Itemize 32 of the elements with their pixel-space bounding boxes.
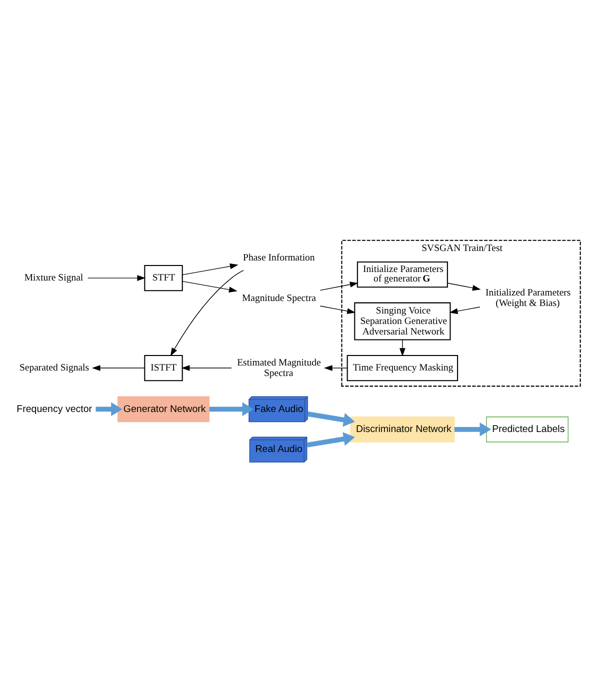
node-box: Time Frequency Masking bbox=[346, 354, 458, 382]
arrow bbox=[447, 282, 481, 291]
node-box: Discriminator Network bbox=[350, 416, 455, 442]
node-text: Phase Information bbox=[243, 252, 315, 264]
arrow bbox=[96, 402, 122, 416]
node-text: Initialized Parameters (Weight & Bias) bbox=[485, 288, 571, 310]
arrow bbox=[454, 422, 492, 436]
node-box: Singing Voice Separation Generative Adversarial Network bbox=[354, 302, 451, 340]
node-box: Generator Network bbox=[117, 396, 210, 422]
node-text: Magnitude Spectra bbox=[242, 292, 316, 304]
arrow bbox=[307, 412, 355, 427]
arrow bbox=[324, 365, 348, 371]
node-box: Predicted Labels bbox=[486, 416, 568, 442]
node-box: Initialize Parameters of generator G bbox=[356, 261, 448, 288]
node-box: STFT bbox=[144, 264, 183, 292]
arrow bbox=[87, 275, 146, 281]
arrow bbox=[449, 306, 480, 314]
arrow bbox=[306, 432, 355, 448]
node-text: Estimated Magnitude Spectra bbox=[237, 357, 321, 379]
arrow bbox=[320, 306, 356, 314]
arrow bbox=[400, 340, 406, 356]
arrow bbox=[182, 280, 238, 293]
arrow bbox=[181, 365, 232, 371]
arrow bbox=[320, 282, 358, 291]
node-text: Frequency vector bbox=[16, 404, 92, 415]
arrow bbox=[209, 402, 254, 416]
arrow bbox=[170, 270, 244, 356]
node-box: ISTFT bbox=[144, 354, 183, 382]
node-text: Separated Signals bbox=[19, 362, 90, 374]
node-text: Mixture Signal bbox=[24, 272, 84, 284]
arrow bbox=[92, 365, 145, 371]
arrow bbox=[182, 263, 238, 276]
